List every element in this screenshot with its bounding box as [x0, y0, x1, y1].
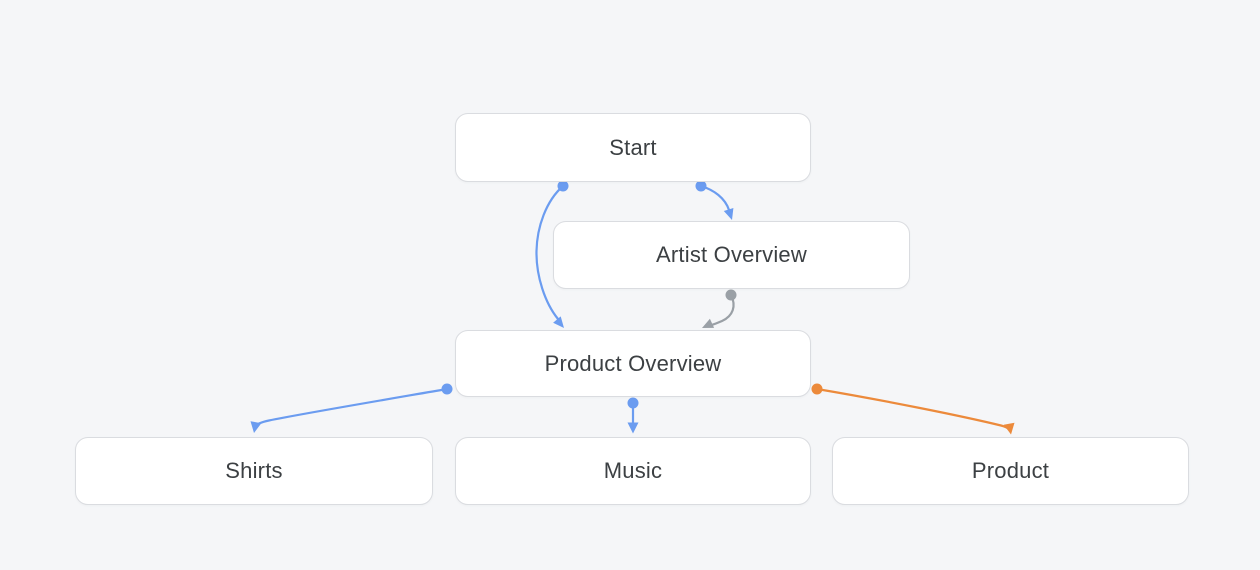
edge-source-dot — [811, 383, 823, 395]
node-music[interactable]: Music — [455, 437, 811, 505]
edge-product-overview-to-music — [627, 397, 639, 434]
node-artist-overview-label: Artist Overview — [656, 242, 807, 267]
node-product-label: Product — [971, 458, 1050, 483]
node-product-overview[interactable]: Product Overview — [455, 330, 811, 397]
edge-artist-overview-to-product-overview — [702, 289, 737, 328]
node-product[interactable]: Product — [832, 437, 1189, 505]
edge-source-dot — [627, 397, 639, 409]
edge-source-dot — [441, 383, 453, 395]
node-artist-overview[interactable]: Artist Overview — [553, 221, 910, 289]
edge-product-overview-to-product — [811, 383, 1015, 435]
node-product-overview-label: Product Overview — [544, 350, 722, 376]
node-shirts-label: Shirts — [225, 458, 283, 483]
edge-start-to-artist-overview — [695, 180, 734, 220]
edge-source-dot — [695, 180, 707, 192]
node-start-label: Start — [609, 134, 657, 160]
node-music-label: Music — [603, 458, 663, 483]
node-shirts[interactable]: Shirts — [75, 437, 433, 505]
edge-source-dot — [557, 180, 569, 192]
edge-product-overview-to-shirts — [250, 383, 453, 433]
edge-source-dot — [725, 289, 737, 301]
node-start[interactable]: Start — [455, 113, 811, 182]
